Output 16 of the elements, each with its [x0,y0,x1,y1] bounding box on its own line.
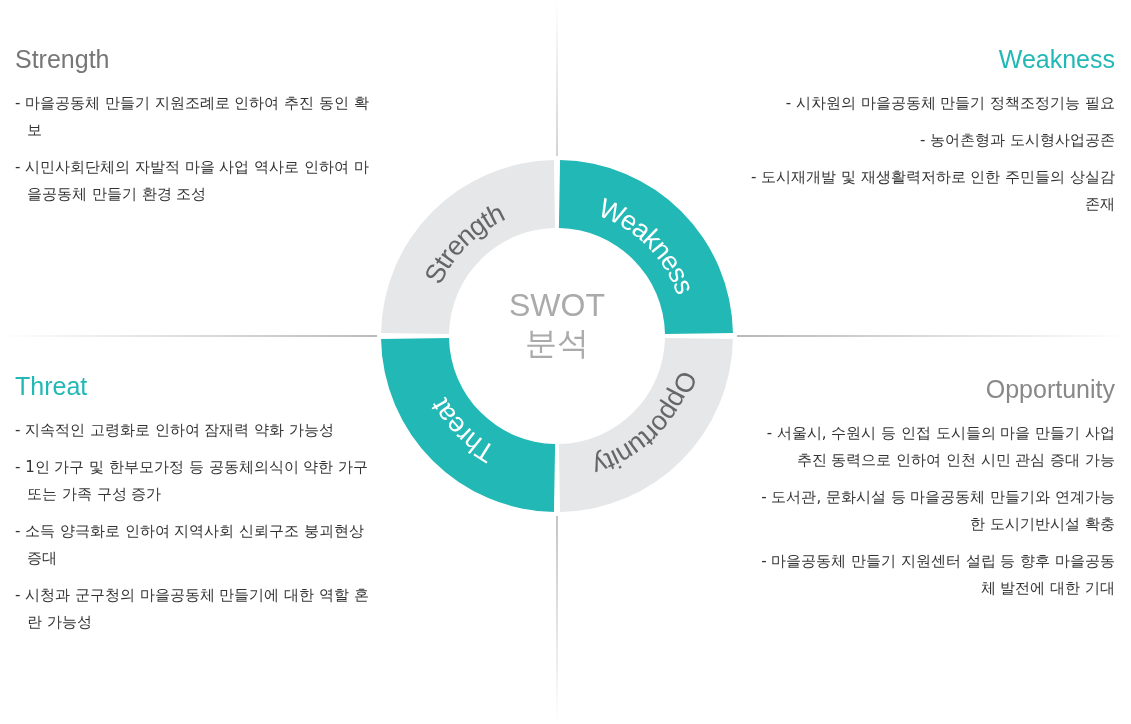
bullet-item: - 마을공동체 만들기 지원센터 설립 등 향후 마을공동체 발전에 대한 기대 [760,551,1115,599]
bullet-item: - 시차원의 마을공동체 만들기 정책조정기능 필요 [784,93,1115,114]
quadrant-heading: Strength [15,45,111,74]
bullet-item: - 시민사회단체의 자발적 마을 사업 역사로 인하여 마을공동체 만들기 환경 조성 [15,157,370,205]
bullet-item: - 지속적인 고령화로 인하여 잠재력 약화 가능성 [15,420,336,441]
bullet-item: - 농어촌형과 도시형사업공존 [919,130,1115,151]
bullet-item: - 소득 양극화로 인하여 지역사회 신뢰구조 붕괴현상 증대 [15,521,366,569]
quadrant-heading: Opportunity [984,375,1115,404]
bullet-item: - 1인 가구 및 한부모가정 등 공동체의식이 약한 가구 또는 가족 구성 증가 [15,457,370,505]
bullet-item: - 마을공동체 만들기 지원조례로 인하여 추진 동인 확보 [15,93,370,141]
quadrant-heading: Threat [15,372,89,401]
bullet-item: - 도시재개발 및 재생활력저하로 인한 주민들의 상실감 존재 [749,167,1115,215]
bullet-item: - 서울시, 수원시 등 인접 도시들의 마을 만들기 사업 추진 동력으로 인하여 인천 시민 관심 증대 가능 [765,423,1115,471]
bullet-item: - 시청과 군구청의 마을공동체 만들기에 대한 역할 혼란 가능성 [15,585,370,633]
bullet-item: - 도서관, 문화시설 등 마을공동체 만들기와 연계가능한 도시기반시설 확충 [760,487,1115,535]
quadrant-heading: Weakness [997,45,1115,74]
